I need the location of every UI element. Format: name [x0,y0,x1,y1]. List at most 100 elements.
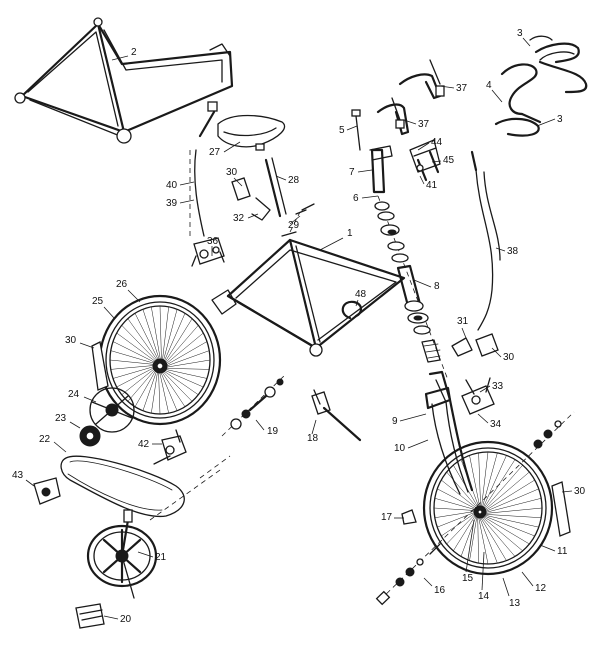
front-spokes-spoke [446,471,478,508]
leader-p11 [539,544,556,552]
front-spokes-spoke [484,514,542,518]
frame-clip [341,300,363,320]
part-label-p31: 31 [457,316,469,327]
rear-spokes-spoke [159,370,169,414]
part-label-p36: 36 [207,236,219,247]
front-brake-cable [470,150,501,331]
bottom-bracket [221,373,287,437]
leader-p37b [403,119,417,125]
front-spokes-spoke [484,498,542,513]
rear-spokes-spoke [110,350,156,364]
leader-p24 [83,396,97,403]
rear-spokes-spoke [116,332,157,363]
pedal [75,603,105,629]
rear-spokes-spoke [142,309,160,362]
rear-spokes-spoke [160,370,186,407]
leader-p16 [423,577,433,587]
part-number-labels: 1233456789101112131415161718192021222324… [12,28,586,625]
part-label-p12: 12 [535,583,547,594]
front-brake-caliper [461,377,495,415]
part-label-p3b: 3 [557,114,563,125]
front-spokes-spoke [453,464,479,508]
leader-p14 [481,551,485,591]
leader-p25 [103,306,115,319]
front-spokes-spoke [460,459,480,508]
front-spokes-spoke [453,514,477,552]
part-label-p22: 22 [39,434,51,445]
front-spokes-spoke [484,464,523,510]
part-label-p15: 15 [462,573,474,584]
rear-spokes-spoke [116,366,156,388]
front-spokes-spoke [482,455,507,509]
leader-p30a [233,177,243,187]
front-spokes-spoke [437,488,477,510]
rear-spokes-spoke [163,368,208,379]
reflector-rear [231,177,271,221]
part-label-p37b: 37 [418,119,430,130]
rear-spokes-spoke [112,341,157,364]
leader-p1 [319,237,344,251]
part-label-p20: 20 [120,614,132,625]
part-label-p26: 26 [116,279,128,290]
part-label-p5: 5 [339,125,345,136]
rear-spokes-spoke [134,369,157,407]
part-label-p30a: 30 [226,167,238,178]
part-label-p34: 34 [490,419,502,430]
front-spokes-spoke [483,515,535,537]
front-spokes-spoke [480,516,507,561]
saddle [217,114,286,151]
leader-p41 [419,175,425,185]
leader-p40 [179,181,195,186]
front-spokes-spoke [433,507,476,511]
part-label-p37a: 37 [456,83,468,94]
rear-spokes-spoke [158,370,161,415]
part-label-p30d: 30 [574,486,586,497]
rear-spokes-spoke [151,370,158,414]
rear-spokes-spoke [159,305,162,362]
leader-p37a [439,85,455,89]
front-hub-axle [375,411,575,606]
leader-p20 [103,615,119,620]
front-wheel [422,440,554,576]
leader-p3b [536,118,556,127]
front-spokes-spoke [484,488,539,512]
leader-p7 [357,169,373,173]
part-label-p6: 6 [353,193,359,204]
front-spokes-spoke [479,516,498,564]
leader-p30d [561,490,573,493]
leader-p33 [479,385,491,393]
part-label-p42: 42 [138,439,150,450]
rear-spokes-spoke [142,369,158,411]
rear-spokes-spoke [164,359,211,368]
rear-spokes-spoke [121,325,158,362]
part-label-p27: 27 [209,147,221,158]
reflector-front [451,333,499,357]
front-spokes-spoke [481,516,523,552]
leader-p19 [255,419,265,431]
front-spokes-spoke [469,455,480,508]
leader-p45 [431,160,442,163]
crankset [86,509,158,599]
freewheel [79,425,101,447]
part-label-p7: 7 [349,167,355,178]
front-spokes-spoke [484,479,535,512]
assembly-lines [149,211,301,521]
spare-frame [14,17,234,144]
leader-p10 [407,439,429,449]
rear-spokes-spoke [110,365,156,370]
rear-spokes-spoke [164,332,204,366]
brake-levers [376,59,445,136]
leader-p34 [477,413,489,424]
leader-p12 [521,571,534,587]
leader-p39 [179,199,195,204]
chain [60,455,185,518]
front-spokes-spoke [481,451,489,508]
rear-spokes-spoke [162,306,169,362]
part-label-p3a: 3 [517,28,523,39]
front-spokes-spoke [437,512,476,528]
leader-p32 [247,213,259,219]
front-spokes-spoke [480,516,516,557]
leader-p2 [111,55,129,61]
part-label-p28: 28 [288,175,300,186]
